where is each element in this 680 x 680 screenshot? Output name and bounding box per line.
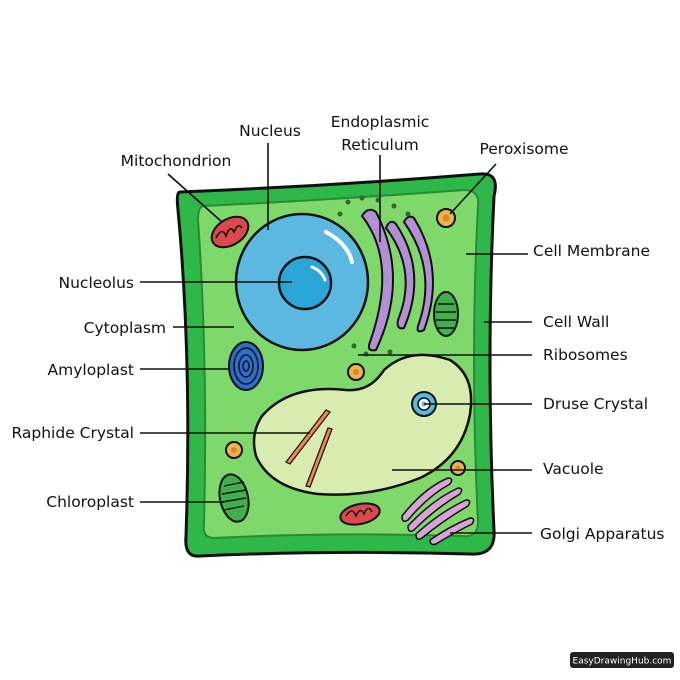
label-er-line1: Endoplasmic — [331, 113, 430, 131]
chloroplast-right-shape — [433, 291, 459, 337]
label-chloroplast: Chloroplast — [46, 493, 134, 511]
leader-lines — [140, 143, 532, 534]
raphide-crystal-shape — [285, 409, 333, 488]
nucleolus-shape — [277, 255, 333, 311]
label-vacuole: Vacuole — [543, 460, 604, 478]
nucleolus-highlight — [310, 265, 327, 282]
label-mitochondrion: Mitochondrion — [121, 152, 232, 170]
label-cytoplasm: Cytoplasm — [84, 319, 166, 337]
label-golgi-apparatus: Golgi Apparatus — [540, 525, 665, 543]
amyloplast-shape — [228, 341, 264, 391]
label-raphide-crystal: Raphide Crystal — [11, 424, 134, 442]
label-cell-wall: Cell Wall — [543, 313, 609, 331]
label-cell-membrane: Cell Membrane — [533, 242, 650, 260]
mitochondrion-shape — [210, 215, 250, 249]
nucleus-highlight — [324, 230, 354, 264]
label-druse-crystal: Druse Crystal — [543, 395, 648, 413]
endoplasmic-reticulum-shape — [360, 208, 434, 352]
watermark-badge — [570, 652, 674, 668]
er-ribosome-dots — [337, 195, 411, 357]
golgi-apparatus-shape — [401, 477, 475, 546]
watermark-text: EasyDrawingHub.com — [573, 657, 672, 667]
mitochondrion-bottom-shape — [339, 502, 381, 526]
vacuole-shape — [252, 353, 473, 496]
label-peroxisome: Peroxisome — [479, 140, 568, 158]
label-nucleus: Nucleus — [239, 122, 301, 140]
chloroplast-bottom-shape — [218, 473, 250, 523]
label-er-line2: Reticulum — [341, 136, 419, 154]
label-nucleolus: Nucleolus — [59, 274, 134, 292]
label-ribosomes: Ribosomes — [543, 346, 628, 364]
label-amyloplast: Amyloplast — [48, 361, 134, 379]
